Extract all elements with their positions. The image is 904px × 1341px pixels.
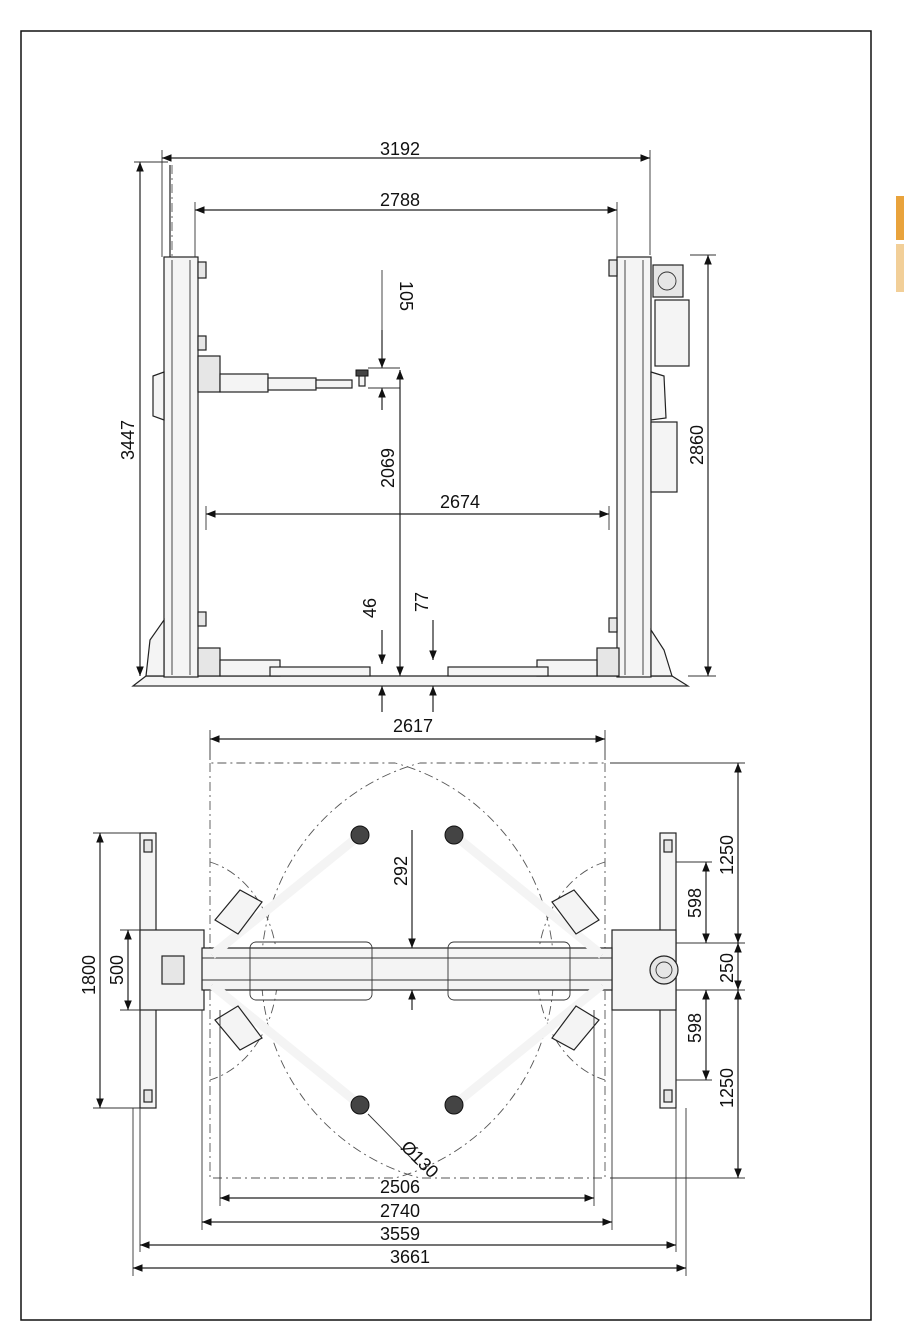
floor-plate-right [447, 941, 571, 1001]
left-column [145, 165, 207, 678]
dim-rear-arm-offset: 598 [685, 888, 705, 918]
dim-base-bolt-span: 500 [107, 955, 127, 985]
dim-column-span-inner: 2740 [380, 1201, 420, 1221]
front-view: 3192 2788 3447 2860 105 2069 2674 4 [118, 139, 716, 760]
orange-side-tab [896, 196, 904, 240]
lift-arms-top [209, 825, 605, 1115]
lift-arm-raised [197, 355, 369, 393]
dim-base-length: 1800 [79, 955, 99, 995]
dim-rear-arm-zone: 1250 [717, 835, 737, 875]
base-plate [131, 675, 691, 687]
dim-overall-length: 3661 [390, 1247, 430, 1267]
lift-arms-lowered [197, 647, 620, 677]
dim-arm-reach: 292 [391, 856, 411, 886]
dim-pad-adjust: 105 [396, 281, 416, 311]
dim-arm-span-inner: 2506 [380, 1177, 420, 1197]
carriage-crossbar [201, 947, 613, 991]
dim-front-arm-offset: 598 [685, 1013, 705, 1043]
right-column [608, 256, 690, 678]
top-view: 292 1250 598 250 598 1250 1800 500 Ø130 [79, 762, 745, 1276]
dim-lift-height: 2069 [378, 448, 398, 488]
drawing-frame [20, 30, 872, 1321]
dim-front-arm-zone: 1250 [717, 1068, 737, 1108]
dim-base-plate-height: 77 [412, 592, 432, 612]
dim-column-height: 2860 [687, 425, 707, 465]
orange-side-tab-light [896, 244, 904, 292]
dim-column-depth: 250 [717, 953, 737, 983]
dim-overall-height: 3447 [118, 420, 138, 460]
dim-min-pad-height: 46 [360, 598, 380, 618]
dim-column-span-outer: 3559 [380, 1224, 420, 1244]
floor-plate-left [249, 941, 373, 1001]
dim-floor-width: 2617 [393, 716, 433, 736]
dim-overall-width: 3192 [380, 139, 420, 159]
dim-drive-through-width: 2674 [440, 492, 480, 512]
dim-column-inner-width: 2788 [380, 190, 420, 210]
